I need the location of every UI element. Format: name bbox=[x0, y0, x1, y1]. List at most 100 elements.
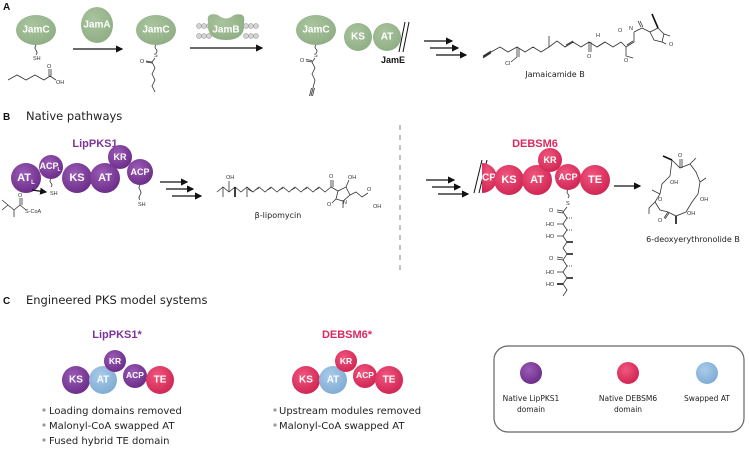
6-deb-caption: 6-deoxyerythronolide B bbox=[646, 235, 740, 244]
jamaicamide-b-caption: Jamaicamide B bbox=[524, 70, 585, 79]
panel-b-title: Native pathways bbox=[26, 109, 122, 123]
atom-o: O bbox=[549, 208, 554, 214]
atom-ho: HO bbox=[546, 282, 555, 288]
atom-o-acyl: O bbox=[618, 28, 623, 34]
atom-o: O bbox=[549, 256, 554, 262]
jamaicamide-b-structure: Cl H O O O N O bbox=[482, 13, 674, 67]
debsm6-acyl-chain: S O HO HO O HO HO bbox=[546, 189, 573, 297]
domain-label: KS bbox=[501, 174, 516, 186]
lippks1-star-title: LipPKS1* bbox=[92, 329, 142, 341]
domain-label: TE bbox=[588, 174, 602, 186]
multistep-arrows-lip bbox=[160, 178, 203, 200]
atom-oh: OH bbox=[700, 197, 708, 203]
atom-ho: HO bbox=[546, 270, 555, 276]
atom-nh: H bbox=[596, 33, 600, 39]
atom-ho: HO bbox=[546, 234, 555, 240]
legend-label: Native DEBSM6 bbox=[599, 394, 657, 403]
domain-acp bbox=[353, 364, 377, 388]
domain-label: AT bbox=[327, 375, 340, 386]
domain-te bbox=[375, 366, 403, 394]
domain-te bbox=[146, 366, 174, 394]
domain-sub: L bbox=[31, 180, 35, 186]
legend-item-lippks1: Native LipPKS1 domain bbox=[503, 362, 560, 414]
jama-label: JamA bbox=[83, 20, 110, 31]
domain-label: TE bbox=[383, 375, 396, 386]
jame-at-label: AT bbox=[381, 32, 394, 43]
atom-oh: OH bbox=[348, 175, 356, 181]
domain-at bbox=[90, 163, 120, 193]
domain-label: KR bbox=[544, 155, 557, 165]
lippks1-star-module: KS AT KR ACP TE bbox=[62, 350, 174, 394]
legend-box: Native LipPKS1 domain Native DEBSM6 doma… bbox=[493, 345, 745, 433]
domain-label: KS bbox=[299, 375, 313, 386]
atom-o: O bbox=[658, 197, 663, 203]
atom-oh: OH bbox=[687, 211, 695, 217]
domain-te bbox=[580, 165, 610, 195]
legend-label: Swapped AT bbox=[684, 394, 730, 403]
atom-o: O bbox=[327, 202, 332, 208]
domain-kr bbox=[104, 350, 126, 372]
bullet-item: Fused hybrid TE domain bbox=[49, 436, 170, 447]
atom-cl: Cl bbox=[505, 61, 510, 67]
multistep-arrows-debs bbox=[426, 176, 470, 198]
carbonyl-o: O bbox=[47, 64, 52, 70]
atom-o: O bbox=[329, 174, 334, 180]
atom-o: O bbox=[678, 153, 683, 159]
thio-s: S bbox=[154, 53, 158, 59]
domain-label: AT bbox=[97, 375, 110, 386]
legend-label: domain bbox=[614, 405, 642, 414]
domain-label: ACP bbox=[356, 370, 374, 380]
domain-label: KR bbox=[114, 152, 127, 162]
atom-o-amide: O bbox=[587, 54, 592, 60]
atom-oh: OH bbox=[226, 175, 234, 181]
jame-ks-label: KS bbox=[351, 32, 365, 43]
bullet-item: Malonyl-CoA swapped AT bbox=[279, 421, 405, 432]
jamb-label: JamB bbox=[212, 25, 239, 36]
debsm6-star-title: DEBSM6* bbox=[322, 329, 373, 341]
lippks1-module: AT L ACP L KS AT KR ACP bbox=[11, 145, 153, 193]
lippks1-star-bullets: Loading domains removed Malonyl-CoA swap… bbox=[42, 406, 182, 447]
domain-kr bbox=[335, 350, 357, 372]
thiol-acp: SH bbox=[138, 202, 146, 208]
domain-acp bbox=[127, 159, 153, 185]
bullet-item: Malonyl-CoA swapped AT bbox=[49, 421, 175, 432]
atom-o-methoxy: O bbox=[624, 58, 629, 64]
domain-acp-loading bbox=[39, 155, 63, 179]
atom-s: S bbox=[566, 201, 570, 207]
atom-ho: HO bbox=[546, 222, 555, 228]
beta-lipomycin-caption: β-lipomycin bbox=[255, 211, 302, 220]
multistep-arrows-a bbox=[424, 37, 468, 59]
lippks1-title: LipPKS1 bbox=[72, 138, 117, 150]
panel-b-letter: B bbox=[3, 112, 10, 123]
debsm6-module: CP KS AT KR ACP TE bbox=[473, 148, 610, 195]
domain-ks bbox=[62, 163, 92, 193]
domain-kr bbox=[108, 145, 132, 169]
atom-oh: OH bbox=[373, 204, 381, 210]
panel-c-title: Engineered PKS model systems bbox=[26, 293, 207, 307]
domain-acp bbox=[123, 364, 147, 388]
domain-acp-partial bbox=[482, 163, 497, 193]
domain-label: ACP bbox=[126, 370, 144, 380]
domain-label: ACP bbox=[39, 161, 58, 171]
jamb-membrane-enzyme: JamB bbox=[196, 14, 259, 40]
atom-o: O bbox=[367, 187, 372, 193]
jamc-label: JamC bbox=[142, 25, 169, 36]
domain-label: KR bbox=[340, 356, 352, 366]
hexanoic-acid: O OH bbox=[7, 64, 64, 86]
jame-module: KS AT JamE bbox=[344, 21, 410, 65]
domain-label: TE bbox=[154, 375, 167, 386]
domain-kr bbox=[538, 148, 562, 172]
jamc-label: JamC bbox=[302, 25, 329, 36]
domain-label: ACP bbox=[558, 172, 577, 182]
domain-label: CP bbox=[482, 173, 496, 184]
acid-oh: OH bbox=[56, 80, 64, 86]
lippks1-thiols: SH SH O S-CoA bbox=[1, 178, 146, 217]
debsm6-title: DEBSM6 bbox=[512, 138, 558, 150]
carbonyl-o: O bbox=[300, 58, 305, 64]
jamc-carrier-2: JamC S O bbox=[136, 15, 176, 93]
starter-o: O bbox=[18, 193, 23, 199]
domain-at bbox=[522, 165, 552, 195]
panel-a-letter: A bbox=[3, 2, 10, 13]
thiol-label: SH bbox=[33, 56, 41, 62]
domain-label: ACP bbox=[130, 167, 149, 177]
